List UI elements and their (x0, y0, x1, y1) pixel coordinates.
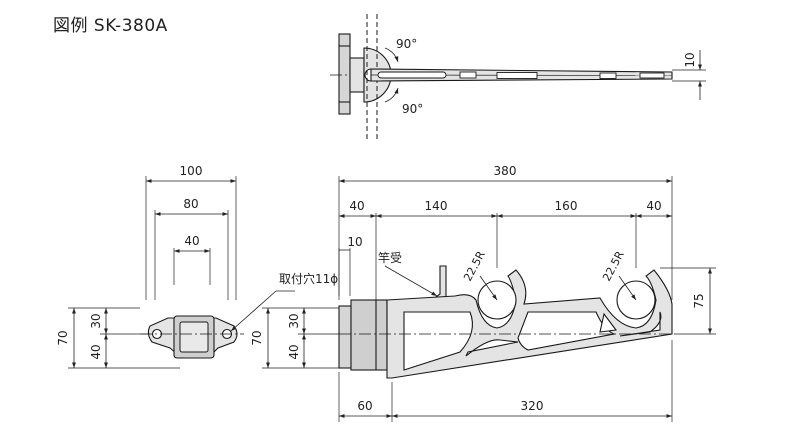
side-dim-total-length: 380 (494, 164, 517, 178)
front-dim-height-total: 70 (56, 330, 70, 345)
top-angle-lower: 90° (402, 102, 423, 116)
side-dim-bottom-left: 60 (357, 399, 372, 413)
drawing-title: 図例 SK-380A (53, 16, 168, 36)
side-dim-bottom-right: 320 (521, 399, 544, 413)
side-dim-height-total: 70 (250, 330, 264, 345)
front-view: 100 80 40 70 30 40 取付穴11ϕ (56, 164, 338, 369)
side-view: 380 40 140 160 40 10 竿受 22.5R (250, 164, 716, 422)
side-mount-block (350, 299, 388, 371)
side-dim-upper: 30 (287, 313, 301, 328)
front-dim-total-width: 100 (180, 164, 203, 178)
side-truss-cut-2 (517, 311, 616, 351)
side-dim-seg-2: 140 (425, 199, 448, 213)
top-angle-upper: 90° (396, 37, 417, 51)
side-radius-label-2: 22.5R (600, 249, 627, 284)
side-hook-label: 竿受 (378, 250, 402, 265)
front-dim-inner-width: 80 (183, 197, 198, 211)
top-view: 90° 90° 10 (330, 14, 706, 140)
front-dim-lower: 40 (89, 344, 103, 359)
side-dim-lower: 40 (287, 344, 301, 359)
front-dim-upper: 30 (89, 313, 103, 328)
front-dim-hole-width: 40 (184, 234, 199, 248)
side-wall-plate (338, 305, 352, 369)
side-dim-seg-4: 40 (646, 199, 661, 213)
side-dim-hook-offset: 10 (347, 235, 362, 249)
side-dim-seg-3: 160 (555, 199, 578, 213)
side-radius-label-1: 22.5R (461, 249, 488, 284)
top-base-block (349, 57, 365, 93)
front-hole-label: 取付穴11ϕ (279, 271, 338, 286)
side-truss-cut-1 (403, 311, 473, 371)
top-thickness-label: 10 (683, 52, 697, 67)
side-dim-rod-height: 75 (692, 293, 706, 308)
side-dim-seg-1: 40 (349, 199, 364, 213)
